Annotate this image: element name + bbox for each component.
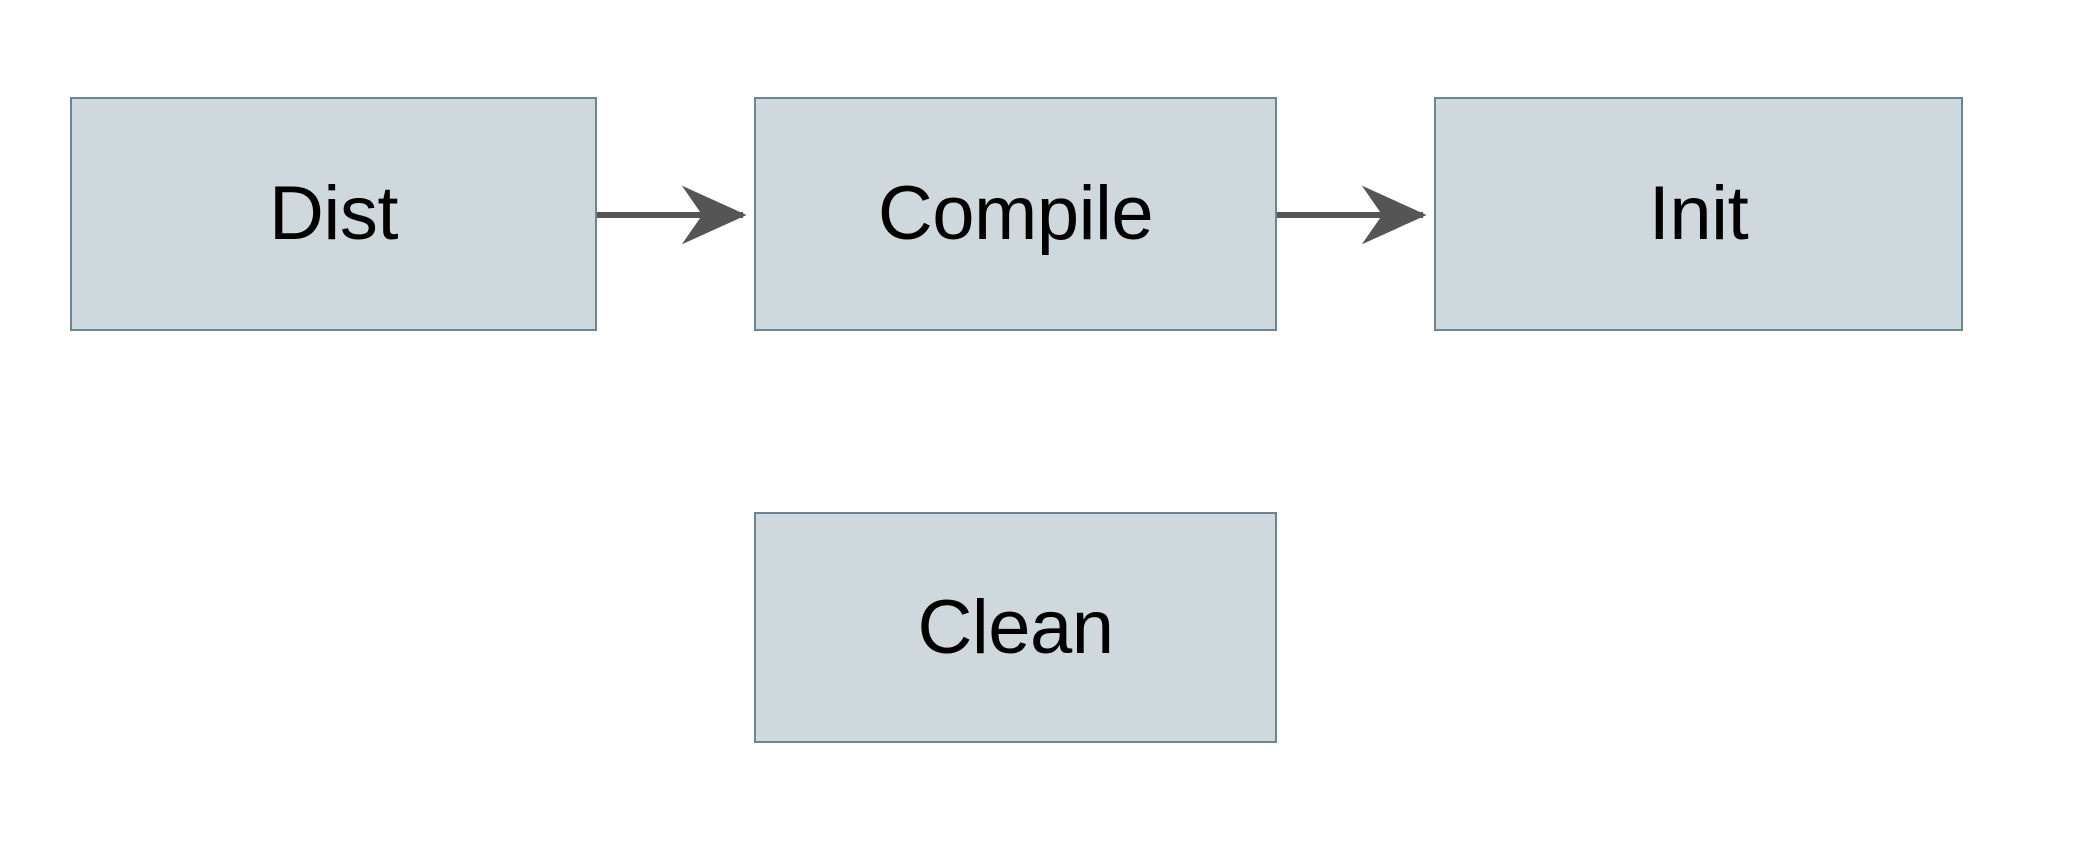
- diagram-node-compile[interactable]: Compile: [754, 97, 1277, 331]
- diagram-node-label: Init: [1648, 171, 1749, 256]
- diagram-node-init[interactable]: Init: [1434, 97, 1963, 331]
- diagram-node-clean[interactable]: Clean: [754, 512, 1277, 743]
- diagram-node-label: Dist: [269, 171, 398, 256]
- diagram-node-label: Compile: [877, 171, 1154, 256]
- diagram-node-dist[interactable]: Dist: [70, 97, 597, 331]
- diagram-node-label: Clean: [917, 584, 1114, 670]
